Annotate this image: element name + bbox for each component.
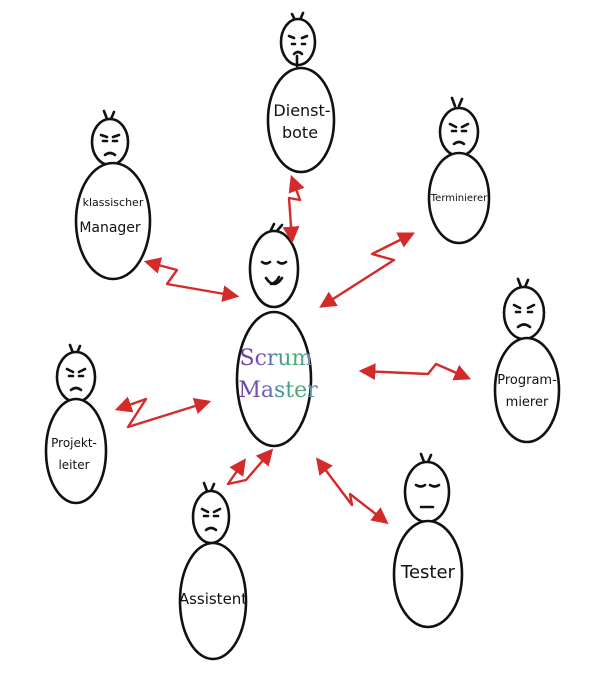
manager-label-line2: Manager xyxy=(79,220,141,236)
assistent-eyes xyxy=(200,507,222,518)
scrum-master-label-line1: Scrum xyxy=(240,346,313,371)
arrow-manager xyxy=(143,257,240,302)
frown-mouth-icon xyxy=(69,386,83,392)
dienstbote-label-line1: Dienst- xyxy=(273,101,330,120)
programmierer-label-line1: Program- xyxy=(497,373,557,388)
projektleiter-head xyxy=(55,350,97,404)
scrum-master-eyes xyxy=(260,260,288,265)
arrow-tester xyxy=(315,457,389,525)
terminierer-head xyxy=(438,106,480,158)
manager-head xyxy=(90,117,130,167)
tester-body xyxy=(392,519,464,629)
role-assistent: Assistent xyxy=(178,481,248,661)
tester-eyes xyxy=(414,483,441,488)
arrow-programmierer xyxy=(358,362,472,381)
projektleiter-label-line2: leiter xyxy=(58,458,89,472)
role-programmierer: Program- mierer xyxy=(493,277,561,444)
dienstbote-body xyxy=(266,66,336,174)
arrow-terminierer xyxy=(319,232,416,308)
assistent-head xyxy=(191,489,231,545)
role-tester: Tester xyxy=(392,452,464,629)
assistent-label: Assistent xyxy=(179,590,247,608)
frown-mouth-icon xyxy=(292,50,304,56)
frown-mouth-icon xyxy=(103,151,117,157)
programmierer-body xyxy=(493,336,561,444)
arrow-assistent xyxy=(226,448,274,486)
role-terminierer: Terminierer xyxy=(427,96,491,245)
arrows xyxy=(114,174,472,525)
dienstbote-label-line2: bote xyxy=(282,123,318,142)
assistent-body xyxy=(178,541,248,661)
projektleiter-body xyxy=(44,397,108,505)
role-manager: klassischer Manager xyxy=(74,109,152,281)
programmierer-label-line2: mierer xyxy=(506,395,549,410)
frown-mouth-icon xyxy=(516,323,532,329)
frown-mouth-icon xyxy=(204,526,218,532)
role-dienstbote: Dienst- bote xyxy=(266,11,336,174)
programmierer-eyes xyxy=(512,303,536,314)
scrum-master-figure: Scrum Master xyxy=(235,222,318,448)
terminierer-body xyxy=(427,151,491,245)
manager-eyes xyxy=(99,133,121,143)
dienstbote-eyes xyxy=(287,34,309,46)
arrow-projektleiter xyxy=(114,396,212,429)
scrum-master-label-line2: Master xyxy=(238,378,318,403)
projektleiter-label-line1: Projekt- xyxy=(51,436,97,450)
terminierer-label: Terminierer xyxy=(430,193,488,204)
manager-body xyxy=(74,161,152,281)
scrum-master-nose xyxy=(269,275,281,286)
projektleiter-eyes xyxy=(65,367,87,378)
scrum-master-body xyxy=(235,310,313,448)
frown-mouth-icon xyxy=(452,140,466,146)
scrum-master-head xyxy=(248,229,300,309)
terminierer-hair xyxy=(450,96,464,108)
manager-label-line1: klassischer xyxy=(83,196,144,209)
tester-head xyxy=(403,460,451,524)
arrow-dienstbote xyxy=(282,174,305,244)
terminierer-eyes xyxy=(448,122,470,133)
role-projektleiter: Projekt- leiter xyxy=(44,343,108,505)
tester-label: Tester xyxy=(400,562,456,583)
programmierer-head xyxy=(502,285,546,341)
